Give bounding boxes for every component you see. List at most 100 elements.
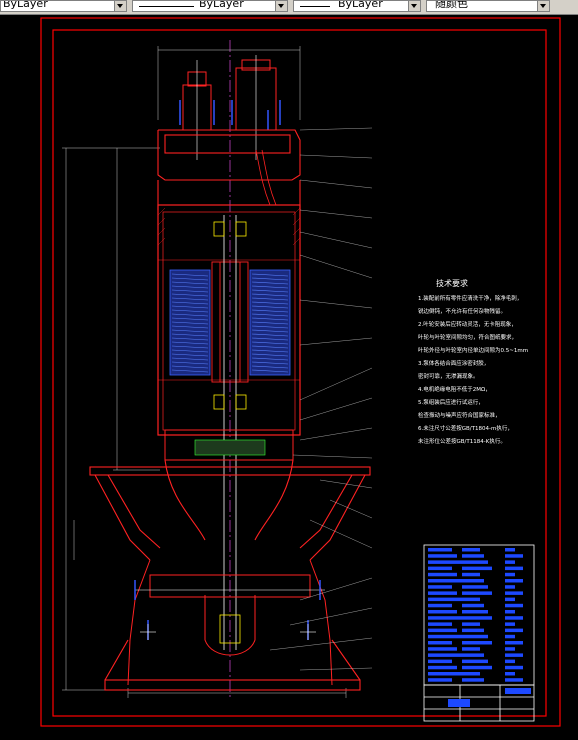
bom-cell xyxy=(462,616,492,620)
bom-cell xyxy=(462,678,484,682)
bom-cell xyxy=(505,665,523,670)
bom-cell xyxy=(428,659,452,664)
notes-line: 2.叶轮安装后应转动灵活，无卡阻现象， xyxy=(418,320,517,328)
top-bolts xyxy=(179,100,281,130)
sheet-outer-border xyxy=(40,17,561,727)
part-leader xyxy=(292,454,373,459)
winding-line xyxy=(171,365,209,369)
bom-cell xyxy=(505,560,515,564)
left-dimensions xyxy=(62,147,160,691)
cable-gland-right xyxy=(235,55,277,160)
bom-cell xyxy=(505,653,523,657)
bom-cell xyxy=(505,597,515,602)
notes-line: 1.装配前所有零件应清洗干净，除净毛刺， xyxy=(418,294,522,302)
winding-line xyxy=(251,297,289,301)
bom-cell xyxy=(428,548,452,552)
winding-line xyxy=(251,325,289,329)
bom-cell xyxy=(428,622,452,626)
top-dimension xyxy=(157,46,301,120)
bom-rows xyxy=(428,548,523,682)
winding-line xyxy=(171,277,209,281)
top-cover xyxy=(157,129,301,210)
rotor xyxy=(211,261,249,383)
part-leader xyxy=(309,519,373,549)
winding-line xyxy=(251,289,289,293)
shaft xyxy=(223,215,237,650)
lineweight-combo[interactable]: ByLayer xyxy=(132,0,288,12)
winding-line xyxy=(251,329,289,333)
winding-line xyxy=(171,317,209,321)
bom-cell xyxy=(462,641,492,645)
cad-drawing-canvas[interactable]: 技术要求 1.装配前所有零件应清洗干净，除净毛刺， 锐边倒钝，不允许有任何杂物残… xyxy=(0,14,578,740)
bom-cell xyxy=(505,647,515,651)
notes-line: 叶轮与叶轮室间隙均匀，符合图纸要求， xyxy=(418,333,517,341)
bom-cell xyxy=(462,665,492,670)
bom-cell xyxy=(428,579,462,583)
bom-cell xyxy=(462,634,488,639)
winding-line xyxy=(171,345,209,349)
winding-line xyxy=(171,361,209,365)
winding-line xyxy=(171,325,209,329)
part-leader xyxy=(299,427,373,441)
bom-cell xyxy=(505,616,523,620)
winding-line xyxy=(251,285,289,289)
part-leader xyxy=(269,637,373,651)
crosshair-marks xyxy=(140,624,316,640)
plotstyle-combo[interactable]: ByLayer xyxy=(293,0,421,12)
bom-cell xyxy=(505,548,515,552)
bom-cell xyxy=(428,641,452,645)
part-leader xyxy=(289,607,373,626)
notes-line: 检查振动与噪声应符合国家标准， xyxy=(418,411,501,419)
chevron-down-icon[interactable] xyxy=(114,1,126,11)
technical-notes: 技术要求 1.装配前所有零件应清洗干净，除净毛刺， 锐边倒钝，不允许有任何杂物残… xyxy=(418,278,528,445)
bom-cell xyxy=(428,672,462,676)
winding-line xyxy=(171,285,209,289)
bom-cell xyxy=(462,672,480,676)
bom-table xyxy=(423,544,535,686)
bom-cell xyxy=(462,566,492,571)
notes-line: 3.泵体各结合面应涂密封胶， xyxy=(418,359,489,367)
bom-cell xyxy=(462,579,484,583)
chevron-down-icon[interactable] xyxy=(275,1,287,11)
winding-line xyxy=(171,369,209,373)
winding-line xyxy=(171,329,209,333)
bom-cell xyxy=(505,622,515,626)
seal-housing xyxy=(164,429,294,461)
bom-cell xyxy=(428,597,462,602)
notes-line: 密封可靠，无渗漏现象。 xyxy=(418,372,479,380)
winding-line xyxy=(171,281,209,285)
winding-line xyxy=(251,341,289,345)
linetype-value: ByLayer xyxy=(3,0,48,10)
winding-line xyxy=(251,317,289,321)
winding-line xyxy=(171,305,209,309)
bom-cell xyxy=(428,591,457,595)
chevron-down-icon[interactable] xyxy=(537,1,549,11)
winding-line xyxy=(251,277,289,281)
bom-cell xyxy=(505,579,523,583)
part-leader xyxy=(299,179,373,189)
bom-cell xyxy=(462,659,488,664)
bom-cell xyxy=(428,653,462,657)
winding-line xyxy=(171,273,209,277)
linetype-combo[interactable]: ByLayer xyxy=(0,0,127,12)
bom-cell xyxy=(428,665,457,670)
part-leader xyxy=(299,367,373,401)
lineweight-swatch xyxy=(139,6,194,7)
winding-line xyxy=(251,309,289,313)
chevron-down-icon[interactable] xyxy=(408,1,420,11)
winding-lines xyxy=(171,273,289,373)
lineweight-value: ByLayer xyxy=(199,0,244,10)
notes-line: 4.电机绝缘电阻不低于2MΩ， xyxy=(418,385,491,393)
winding-line xyxy=(171,333,209,337)
part-leader-lines xyxy=(269,127,373,671)
winding-line xyxy=(251,353,289,357)
winding-line xyxy=(251,361,289,365)
winding-line xyxy=(251,301,289,305)
winding-line xyxy=(251,345,289,349)
housing-hatch xyxy=(157,207,301,246)
winding-line xyxy=(251,349,289,353)
bom-cell xyxy=(428,634,462,639)
color-combo[interactable]: 随颜色 xyxy=(426,0,550,12)
bom-cell xyxy=(428,603,452,608)
winding-line xyxy=(171,349,209,353)
